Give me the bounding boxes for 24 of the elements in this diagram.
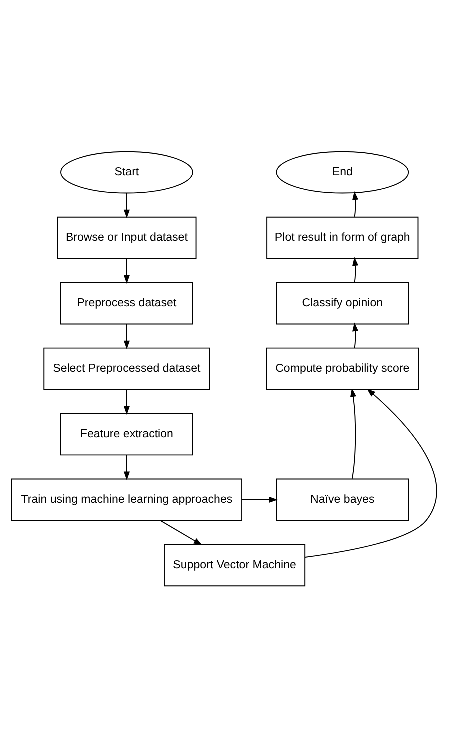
- node-box: Plot result in form of graph: [266, 216, 419, 260]
- arrow: [304, 388, 438, 558]
- node-box: Feature extraction: [60, 413, 194, 456]
- arrow: [352, 257, 359, 284]
- arrow: [352, 191, 359, 218]
- node-ellipse: End: [276, 151, 410, 194]
- arrow: [352, 322, 359, 349]
- arrow: [124, 192, 130, 219]
- arrow: [350, 388, 356, 480]
- node-box: Select Preprocessed dataset: [44, 348, 210, 390]
- node-box: Compute probability score: [266, 348, 420, 390]
- arrow: [242, 496, 278, 503]
- node-box: Support Vector Machine: [164, 544, 306, 587]
- node-box: Browse or Input dataset: [57, 216, 197, 260]
- node-box: Classify opinion: [276, 282, 410, 325]
- arrow: [124, 258, 130, 284]
- node-box: Naïve bayes: [276, 478, 410, 522]
- arrow: [124, 454, 130, 480]
- arrow: [160, 520, 203, 546]
- node-ellipse: Start: [60, 151, 194, 194]
- arrow: [124, 324, 130, 350]
- node-box: Preprocess dataset: [60, 282, 194, 325]
- node-box: Train using machine learning approaches: [11, 478, 242, 522]
- arrow: [124, 389, 130, 415]
